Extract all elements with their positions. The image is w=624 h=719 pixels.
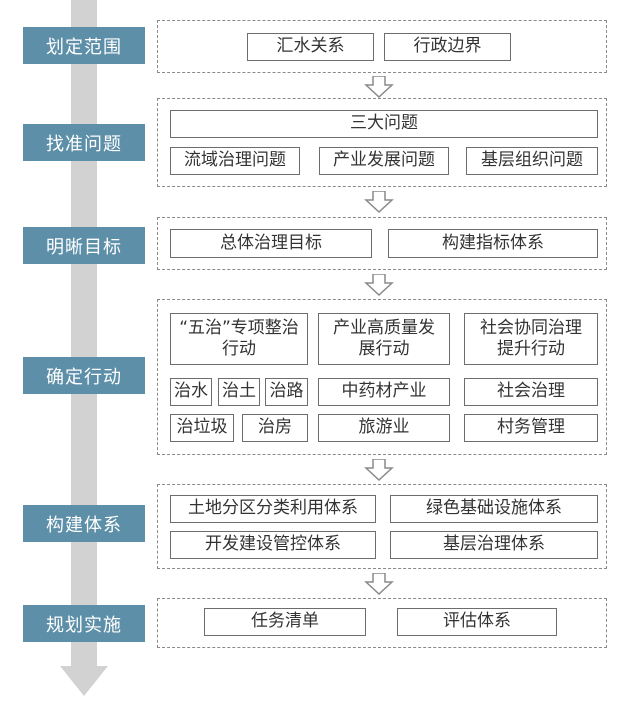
flow-arrowhead [60, 666, 108, 696]
scope-panel: 汇水关系 行政边界 [157, 20, 607, 73]
problems-header: 三大问题 [170, 110, 598, 138]
action-item: 治路 [265, 378, 308, 406]
action-item: 中药材产业 [318, 378, 450, 406]
action-header-five-governance: “五治”专项整治行动 [170, 313, 308, 365]
problem-item: 流域治理问题 [170, 147, 300, 175]
down-arrow-icon [364, 76, 394, 98]
system-item: 土地分区分类利用体系 [170, 495, 376, 523]
goal-item: 构建指标体系 [388, 229, 598, 258]
implementation-panel: 任务清单 评估体系 [157, 598, 607, 648]
problems-panel: 三大问题 流域治理问题 产业发展问题 基层组织问题 [157, 98, 607, 187]
action-item: 村务管理 [464, 414, 598, 442]
implementation-item: 评估体系 [397, 608, 557, 636]
stage-implementation: 规划实施 [23, 605, 145, 642]
action-item: 旅游业 [318, 414, 450, 442]
actions-panel: “五治”专项整治行动 产业高质量发展行动 社会协同治理提升行动 治水 治土 治路… [157, 299, 607, 455]
action-item: 治房 [242, 414, 308, 442]
scope-item: 行政边界 [384, 33, 511, 61]
stage-clarify-goals: 明晰目标 [23, 227, 145, 264]
system-item: 基层治理体系 [390, 531, 598, 559]
systems-panel: 土地分区分类利用体系 绿色基础设施体系 开发建设管控体系 基层治理体系 [157, 484, 607, 569]
system-item: 开发建设管控体系 [170, 531, 376, 559]
scope-item: 汇水关系 [247, 33, 374, 61]
action-item: 治垃圾 [170, 414, 234, 442]
stage-determine-actions: 确定行动 [23, 357, 145, 394]
flow-spine [71, 0, 97, 668]
action-item: 治土 [218, 378, 260, 406]
action-header-industry: 产业高质量发展行动 [318, 313, 450, 365]
implementation-item: 任务清单 [204, 608, 366, 636]
goal-item: 总体治理目标 [170, 229, 372, 258]
action-item: 治水 [170, 378, 212, 406]
system-item: 绿色基础设施体系 [390, 495, 598, 523]
problem-item: 产业发展问题 [319, 147, 449, 175]
problem-item: 基层组织问题 [466, 147, 598, 175]
action-item: 社会治理 [464, 378, 598, 406]
stage-identify-problems: 找准问题 [23, 124, 145, 161]
down-arrow-icon [364, 191, 394, 213]
down-arrow-icon [364, 573, 394, 595]
stage-define-scope: 划定范围 [23, 27, 145, 64]
action-header-social: 社会协同治理提升行动 [464, 313, 598, 365]
goals-panel: 总体治理目标 构建指标体系 [157, 217, 607, 270]
stage-build-systems: 构建体系 [23, 505, 145, 542]
down-arrow-icon [364, 459, 394, 481]
down-arrow-icon [364, 274, 394, 296]
